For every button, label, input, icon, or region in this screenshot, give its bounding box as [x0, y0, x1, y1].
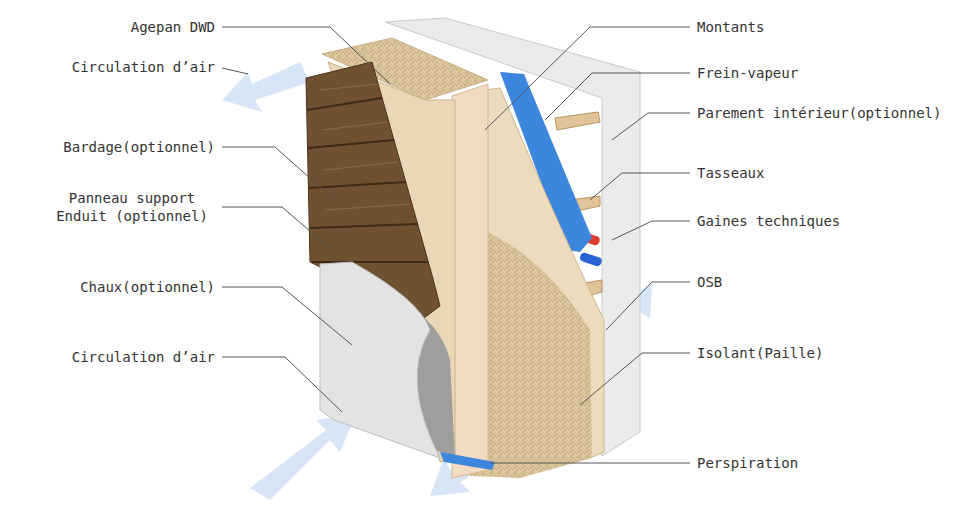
leader-line [490, 463, 690, 464]
leader-line [580, 353, 690, 405]
callout-label: Parement intérieur(optionnel) [697, 104, 941, 122]
leader-line [222, 287, 352, 345]
air-arrow [222, 62, 310, 112]
callout-label: Perspiration [697, 454, 798, 472]
callout-label: Isolant(Paille) [697, 344, 823, 362]
leader-line [590, 173, 690, 200]
leader-line [222, 147, 340, 205]
leader-line [606, 282, 690, 330]
callout-label: Agepan DWD [131, 18, 215, 36]
callout-label: Gaines techniques [697, 212, 840, 230]
callout-label: Panneau support Enduit (optionnel) [51, 189, 213, 225]
stud [452, 84, 488, 478]
air-arrows [222, 62, 652, 500]
leader-line [222, 207, 332, 250]
air-arrow [250, 414, 356, 500]
callout-label: Frein-vapeur [697, 64, 798, 82]
leader-lines [222, 27, 690, 463]
leader-line [222, 68, 248, 74]
leader-line [612, 221, 690, 240]
wood-grain [320, 84, 410, 210]
callout-label: Tasseaux [697, 164, 764, 182]
leader-line [612, 113, 690, 140]
callout-label: Chaux(optionnel) [80, 278, 215, 296]
vapour-barrier-edge [440, 452, 495, 470]
leader-line [485, 27, 690, 130]
batten [555, 112, 600, 130]
callout-label: Circulation d’air [72, 58, 215, 76]
callout-label: Circulation d’air [72, 348, 215, 366]
callout-label: OSB [697, 273, 722, 291]
lime-render [320, 262, 440, 458]
blue-duct [579, 252, 603, 267]
plank-joints [307, 98, 428, 262]
leader-line [222, 27, 390, 84]
callout-label: Montants [697, 18, 764, 36]
callout-label: Bardage(optionnel) [63, 138, 215, 156]
leader-line [222, 357, 342, 412]
